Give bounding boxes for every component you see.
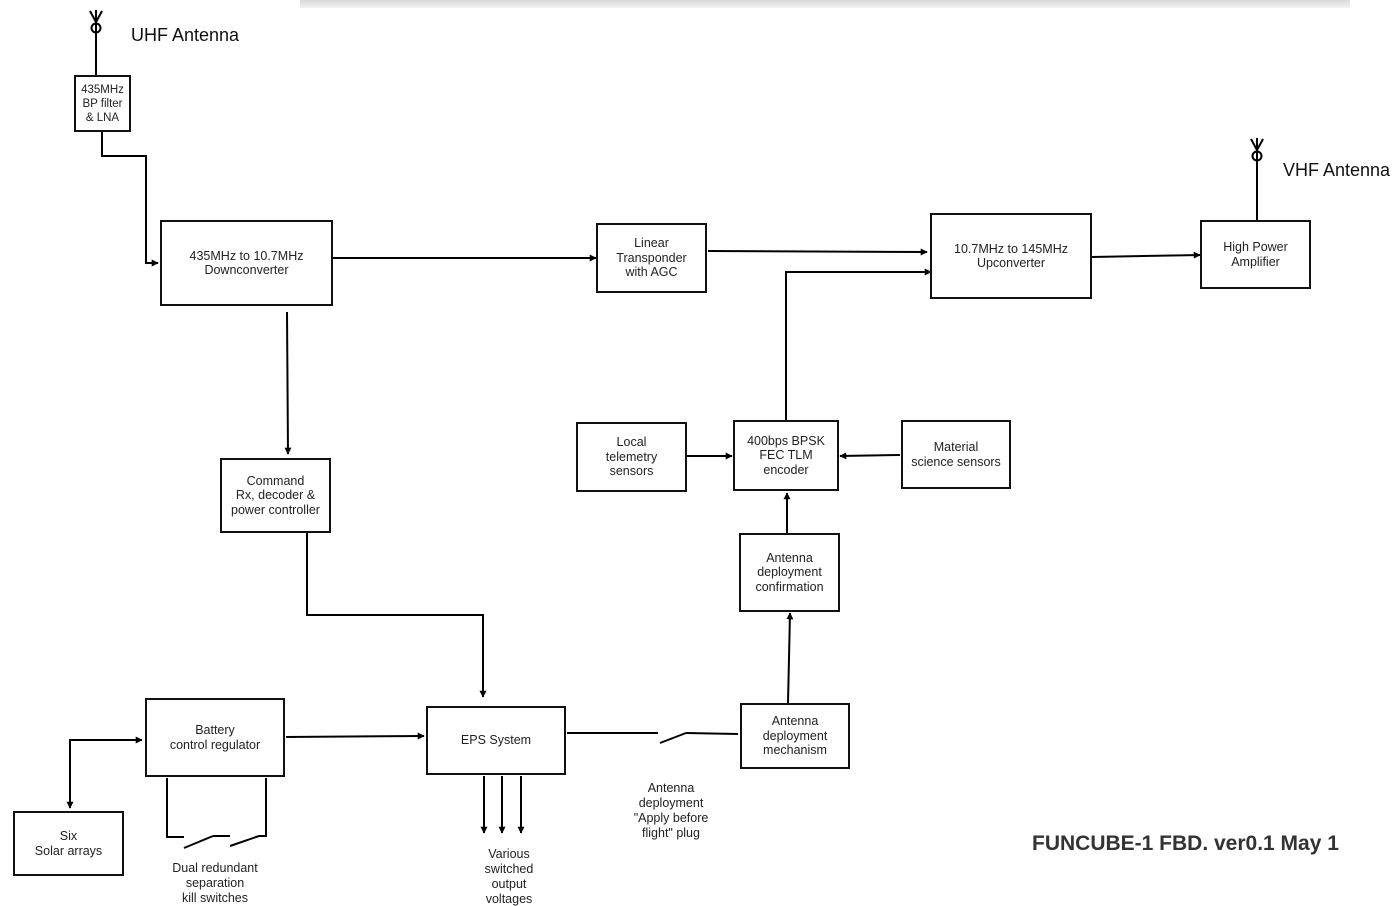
battery-regulator-text: Battery control regulator: [169, 723, 261, 752]
solar-arrays-text: Six Solar arrays: [34, 829, 103, 858]
wire-battery-to-eps: [285, 732, 425, 740]
linear-transponder-text: Linear Transponder with AGC: [616, 236, 687, 280]
kill-switches-label: Dual redundant separation kill switches: [172, 861, 258, 905]
deployment-plug-switch: [567, 732, 739, 744]
wire-solar-to-battery: [66, 736, 143, 809]
material-science-block: Material science sensors: [901, 420, 1011, 489]
wire-downconverter-to-command: [284, 311, 292, 455]
antenna-confirmation-block: Antenna deployment confirmation: [739, 533, 840, 612]
linear-transponder-block: Linear Transponder with AGC: [596, 223, 707, 293]
solar-arrays-block: Six Solar arrays: [13, 811, 124, 876]
vhf-antenna-icon: [1250, 138, 1264, 221]
deployment-plug-label: Antenna deployment "Apply before flight"…: [633, 781, 709, 840]
wire-material-to-encoder: [839, 452, 901, 460]
switched-outputs-label: Various switched output voltages: [484, 847, 534, 906]
vhf-antenna-label: VHF Antenna: [1283, 160, 1391, 180]
wire-transponder-to-upconverter: [707, 248, 928, 256]
local-telemetry-text: Local telemetry sensors: [605, 435, 658, 479]
command-rx-block: Command Rx, decoder & power controller: [220, 458, 331, 533]
antenna-confirmation-text: Antenna deployment confirmation: [755, 550, 824, 594]
upconverter-block: 10.7MHz to 145MHz Upconverter: [930, 213, 1092, 299]
antenna-mechanism-block: Antenna deployment mechanism: [740, 703, 850, 769]
local-telemetry-block: Local telemetry sensors: [576, 422, 687, 492]
wire-encoder-to-upconverter: [785, 268, 932, 420]
bp-filter-lna-block: 435MHz BP filter & LNA: [74, 75, 131, 132]
command-rx-text: Command Rx, decoder & power controller: [231, 473, 320, 517]
uhf-antenna-icon: [89, 10, 103, 75]
uhf-antenna-label: UHF Antenna: [131, 25, 240, 45]
downconverter-block: 435MHz to 10.7MHz Downconverter: [160, 220, 333, 306]
high-power-amplifier-block: High Power Amplifier: [1200, 220, 1311, 289]
bp-filter-lna-text: 435MHz BP filter & LNA: [81, 83, 124, 124]
wire-upconverter-to-amplifier: [1091, 251, 1201, 259]
wire-filter-to-downconverter: [101, 131, 159, 267]
kill-switch-circuit: [166, 778, 267, 849]
material-science-text: Material science sensors: [911, 440, 1001, 469]
wire-command-to-eps: [306, 533, 487, 698]
eps-system-text: EPS System: [460, 733, 532, 748]
antenna-mechanism-text: Antenna deployment mechanism: [762, 714, 828, 758]
battery-regulator-block: Battery control regulator: [145, 698, 285, 777]
wire-mechanism-to-confirmation: [786, 612, 794, 704]
bpsk-encoder-block: 400bps BPSK FEC TLM encoder: [733, 420, 839, 491]
high-power-amplifier-text: High Power Amplifier: [1223, 240, 1288, 269]
upconverter-text: 10.7MHz to 145MHz Upconverter: [954, 241, 1068, 271]
bpsk-encoder-text: 400bps BPSK FEC TLM encoder: [747, 433, 825, 477]
eps-system-block: EPS System: [426, 706, 566, 775]
top-shade-band: [300, 0, 1350, 8]
downconverter-text: 435MHz to 10.7MHz Downconverter: [189, 248, 304, 278]
diagram-footer-title: FUNCUBE-1 FBD. ver0.1 May 1: [1032, 832, 1339, 855]
